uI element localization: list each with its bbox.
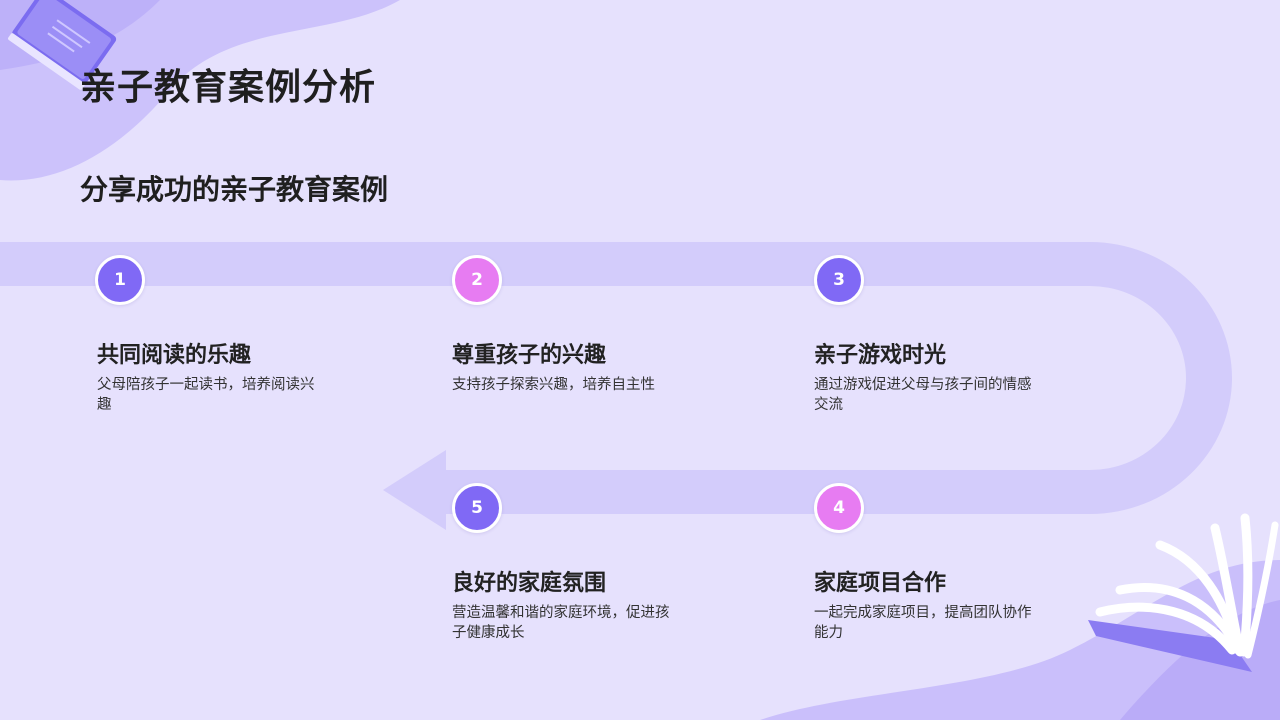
step-description: 通过游戏促进父母与孩子间的情感交流 — [814, 377, 1032, 413]
step-description: 父母陪孩子一起读书，培养阅读兴趣 — [97, 377, 315, 413]
step-number-badge: 3 — [814, 255, 864, 305]
bottom-right-blob — [760, 560, 1280, 720]
step-title: 尊重孩子的兴趣 — [452, 343, 607, 368]
path-arrowhead — [383, 450, 446, 530]
open-book-icon — [1088, 513, 1279, 672]
step-title: 亲子游戏时光 — [814, 343, 947, 368]
step-number-badge: 1 — [95, 255, 145, 305]
book-icon — [8, 0, 117, 90]
page-title: 亲子教育案例分析 — [80, 67, 377, 108]
page-subtitle: 分享成功的亲子教育案例 — [80, 173, 389, 206]
step-title: 良好的家庭氛围 — [452, 571, 607, 596]
step-number-badge: 2 — [452, 255, 502, 305]
step-number-badge: 5 — [452, 483, 502, 533]
step-description: 营造温馨和谐的家庭环境，促进孩子健康成长 — [452, 605, 670, 641]
step-title: 家庭项目合作 — [814, 571, 947, 596]
step-title: 共同阅读的乐趣 — [97, 343, 252, 368]
step-description: 一起完成家庭项目，提高团队协作能力 — [814, 605, 1032, 641]
step-description: 支持孩子探索兴趣，培养自主性 — [452, 377, 655, 393]
step-number-badge: 4 — [814, 483, 864, 533]
